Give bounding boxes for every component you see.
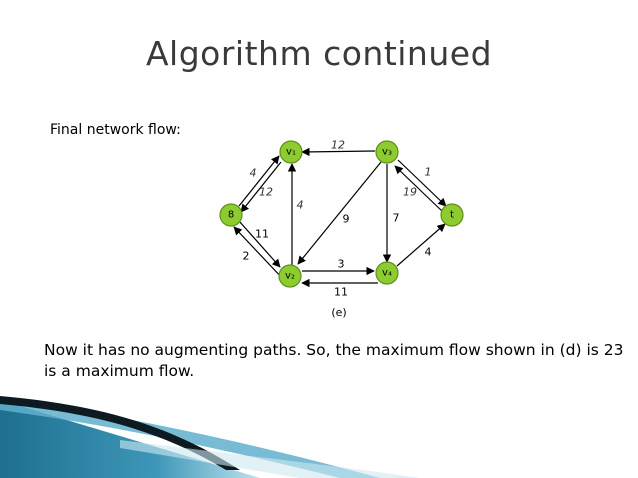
network-flow-label: Final network flow:	[50, 122, 181, 138]
decorative-ribbon	[0, 396, 420, 478]
edge-s-v1	[238, 155, 280, 207]
node-v1: v₁	[279, 140, 303, 164]
edge-v1-s	[240, 161, 282, 213]
edge-v3-v1	[301, 147, 376, 157]
edge-v4-t	[396, 223, 446, 267]
slide-title: Algorithm continued	[145, 34, 493, 73]
edge-label-v3-v1: 12	[331, 139, 345, 152]
node-t: t	[440, 203, 464, 227]
edge-t-v3	[394, 165, 444, 213]
edge-label-v3-t-b: 19	[403, 186, 417, 199]
node-v4-label: v₄	[382, 268, 392, 279]
edge-label-s-v1-b: 12	[259, 186, 273, 199]
node-v3: v₃	[375, 140, 399, 164]
edge-v2-s	[233, 226, 285, 281]
edge-label-s-v1-a: 4	[250, 167, 257, 180]
edge-label-s-v2-b: 2	[243, 250, 250, 263]
edge-v3-v2	[297, 161, 382, 265]
edge-label-v2-v1: 4	[297, 199, 304, 212]
edge-label-s-v2-a: 11	[255, 228, 269, 241]
edge-label-v3-t-a: 1	[425, 166, 432, 179]
node-v3-label: v₃	[382, 147, 392, 158]
node-v4: v₄	[375, 261, 399, 285]
node-v2: v₂	[278, 264, 302, 288]
diagram-caption: (e)	[331, 306, 346, 319]
node-s-label: 8	[228, 210, 234, 221]
conclusion-text: Now it has no augmenting paths. So, the …	[44, 341, 624, 380]
edge-v3-t	[397, 159, 447, 207]
edge-label-v4-t: 4	[425, 246, 432, 259]
edge-label-v2-v3: 9	[343, 213, 350, 226]
node-t-label: t	[450, 210, 454, 221]
node-v1-label: v₁	[286, 147, 296, 158]
edge-label-v4-v2: 11	[334, 286, 348, 299]
edge-label-v3-v4: 7	[393, 212, 400, 225]
edge-label-v2-v4: 3	[338, 258, 345, 271]
edge-s-v2	[238, 220, 281, 268]
node-s: 8	[219, 203, 243, 227]
node-v2-label: v₂	[285, 271, 295, 282]
